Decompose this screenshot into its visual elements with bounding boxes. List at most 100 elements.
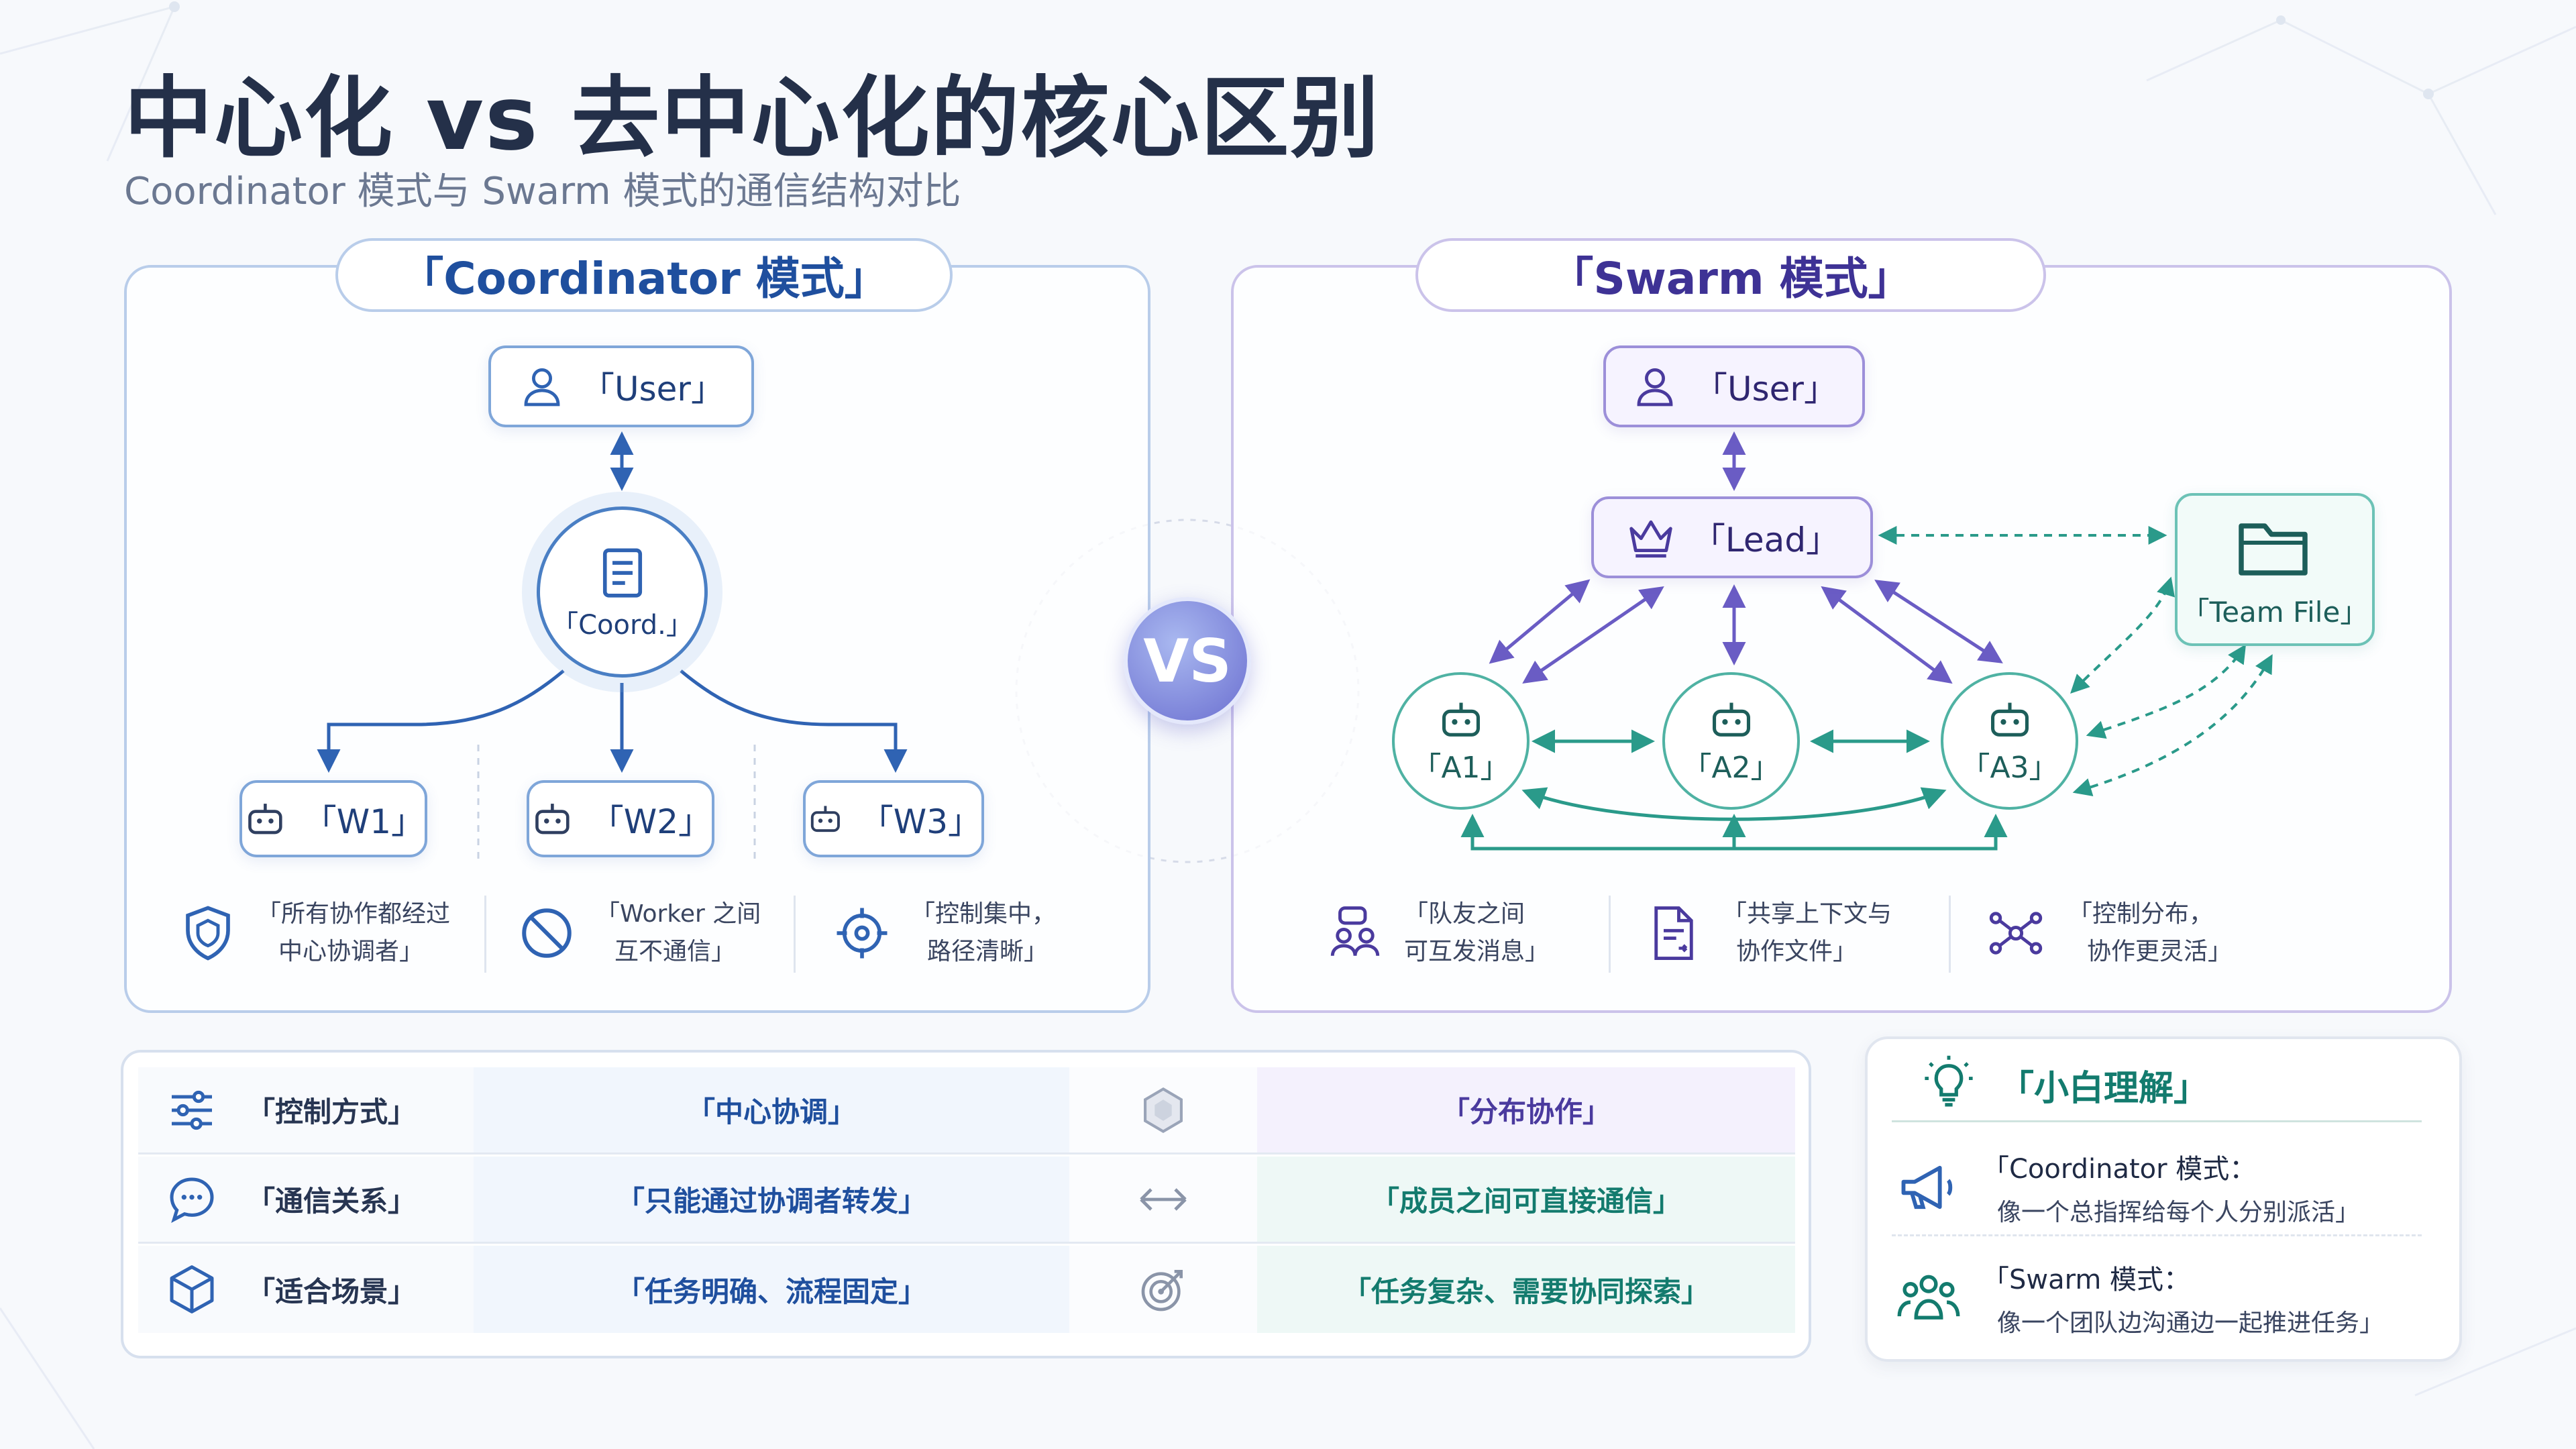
- robot-icon: [1990, 702, 2029, 737]
- coord-w1-arrow: [317, 669, 565, 773]
- feature-line: 互不通信」: [614, 937, 736, 965]
- swarm-user-node: 「User」: [1603, 345, 1865, 427]
- worker-label: 「W1」: [303, 802, 425, 841]
- coordinator-value: 「只能通过协调者转发」: [616, 1185, 926, 1218]
- page-subtitle: Coordinator 模式与 Swarm 模式的通信结构对比: [124, 170, 961, 213]
- robot-icon: [1712, 702, 1750, 737]
- network-icon: [1989, 912, 2043, 955]
- folder-icon: [2239, 523, 2308, 576]
- swarm-feature-2: 「共享上下文与协作文件」: [1644, 896, 1892, 971]
- coord-label: 「Coord.」: [551, 609, 693, 641]
- robot-icon: [248, 803, 282, 834]
- lightbulb-icon: [1925, 1055, 1973, 1107]
- feature-divider: [484, 896, 486, 973]
- table-row: 「控制方式」 「中心协调」 「分布协作」: [138, 1067, 1795, 1155]
- swarm-value: 「任务复杂、需要协同探索」: [1342, 1275, 1709, 1308]
- team-file-label: 「Team File」: [2181, 595, 2369, 629]
- feature-line: 协作更灵活」: [2087, 937, 2233, 965]
- coordinator-feature-1: 「所有协作都经过中心协调者」: [178, 896, 450, 971]
- table-row: 「适合场景」 「任务明确、流程固定」 「任务复杂、需要协同探索」: [138, 1246, 1795, 1333]
- tips-divider: [1892, 1234, 2422, 1236]
- crown-icon: [1629, 520, 1672, 558]
- agent-node-a2: 「A2」: [1662, 672, 1800, 810]
- swarm-value: 「成员之间可直接通信」: [1371, 1185, 1681, 1218]
- coordinator-user-node: 「User」: [488, 345, 754, 427]
- lead-label: 「Lead」: [1691, 521, 1840, 559]
- tips-title: 「小白理解」: [1999, 1069, 2209, 1109]
- feature-line: 「所有协作都经过: [257, 900, 451, 928]
- tips-card: [1865, 1036, 2462, 1362]
- team-chat-icon: [1330, 906, 1380, 956]
- feature-line: 「共享上下文与: [1723, 900, 1892, 928]
- worker-node-w1: 「W1」: [239, 780, 427, 857]
- feature-line: 路径清晰」: [927, 937, 1049, 965]
- robot-icon: [1442, 702, 1480, 737]
- agent-label: 「A3」: [1960, 750, 2059, 785]
- tip-line: 「Swarm 模式：: [1982, 1265, 2191, 1295]
- vs-badge: VS: [1124, 597, 1251, 724]
- swarm-tab-title: 「Swarm 模式」: [1415, 238, 2046, 312]
- feature-line: 可互发消息」: [1404, 937, 1550, 965]
- coordinator-value: 「任务明确、流程固定」: [616, 1275, 926, 1308]
- double-arrow-icon: [1140, 1187, 1187, 1211]
- feature-line: 「控制分布，: [2068, 900, 2214, 928]
- tips-divider: [1892, 1120, 2422, 1122]
- worker-label: 「W2」: [590, 802, 712, 841]
- worker-label: 「W3」: [859, 802, 981, 841]
- worker-node-w2: 「W2」: [527, 780, 714, 857]
- feature-divider: [1949, 896, 1951, 973]
- feature-divider: [794, 896, 796, 973]
- robot-icon: [810, 805, 840, 832]
- sliders-icon: [172, 1090, 212, 1130]
- agent-node-a3: 「A3」: [1941, 672, 2078, 810]
- tip-sub: 像一个总指挥给每个人分别派活」: [1997, 1199, 2360, 1226]
- dartboard-icon: [1141, 1270, 1183, 1311]
- feature-line: 协作文件」: [1736, 937, 1858, 965]
- coord-node: 「Coord.」: [537, 506, 708, 678]
- vs-label: VS: [1143, 626, 1232, 696]
- tip-sub: 像一个团队边沟通边一起推进任务」: [1997, 1309, 2384, 1337]
- swarm-value: 「分布协作」: [1441, 1095, 1611, 1128]
- feature-line: 中心协调者」: [278, 937, 424, 965]
- coordinator-tab-title: 「Coordinator 模式」: [335, 238, 953, 312]
- user-icon: [1637, 368, 1673, 407]
- tip-item-coordinator: 「Coordinator 模式： 像一个总指挥给每个人分别派活」: [1895, 1147, 2359, 1228]
- server-doc-icon: [602, 547, 642, 598]
- hexagon-icon: [1144, 1087, 1183, 1133]
- coord-w3-arrow: [680, 669, 908, 773]
- chat-bubble-icon: [170, 1177, 214, 1223]
- feature-line: 「队友之间: [1404, 900, 1525, 928]
- cube-icon: [170, 1265, 214, 1313]
- tip-line: 「Coordinator 模式：: [1982, 1154, 2257, 1185]
- user-icon: [524, 368, 560, 407]
- agent-node-a1: 「A1」: [1392, 672, 1529, 810]
- agent-label: 「A2」: [1682, 750, 1780, 785]
- user-label: 「User」: [581, 370, 724, 409]
- prohibited-icon: [522, 908, 572, 958]
- coordinator-value: 「中心协调」: [686, 1095, 856, 1128]
- robot-icon: [535, 803, 570, 834]
- page-title: 中心化 vs 去中心化的核心区别: [124, 67, 1381, 170]
- row-label: 「控制方式」: [247, 1095, 417, 1128]
- user-label: 「User」: [1694, 370, 1837, 409]
- worker-node-w3: 「W3」: [803, 780, 984, 857]
- coordinator-feature-2: 「Worker 之间互不通信」: [517, 896, 761, 971]
- row-label: 「适合场景」: [247, 1275, 417, 1308]
- megaphone-icon: [1901, 1165, 1953, 1210]
- coordinator-feature-3: 「控制集中， 路径清晰」: [832, 896, 1056, 971]
- tip-item-swarm: 「Swarm 模式： 像一个团队边沟通边一起推进任务」: [1895, 1258, 2383, 1338]
- lead-node: 「Lead」: [1591, 496, 1873, 578]
- comparison-table: 「控制方式」 「中心协调」 「分布协作」 「通信关系」 「只能通过协调者转发」 …: [121, 1050, 1811, 1358]
- shared-doc-icon: [1654, 906, 1693, 960]
- table-row: 「通信关系」 「只能通过协调者转发」 「成员之间可直接通信」: [138, 1157, 1795, 1244]
- shield-icon: [186, 906, 230, 961]
- team-file-node: 「Team File」: [2175, 493, 2375, 646]
- group-icon: [1897, 1275, 1960, 1320]
- feature-line: 「控制集中，: [911, 900, 1057, 928]
- agent-label: 「A1」: [1411, 750, 1510, 785]
- feature-divider: [1609, 896, 1611, 973]
- target-icon: [837, 908, 888, 959]
- swarm-feature-1: 「队友之间可互发消息」: [1325, 896, 1549, 971]
- row-label: 「通信关系」: [247, 1185, 417, 1218]
